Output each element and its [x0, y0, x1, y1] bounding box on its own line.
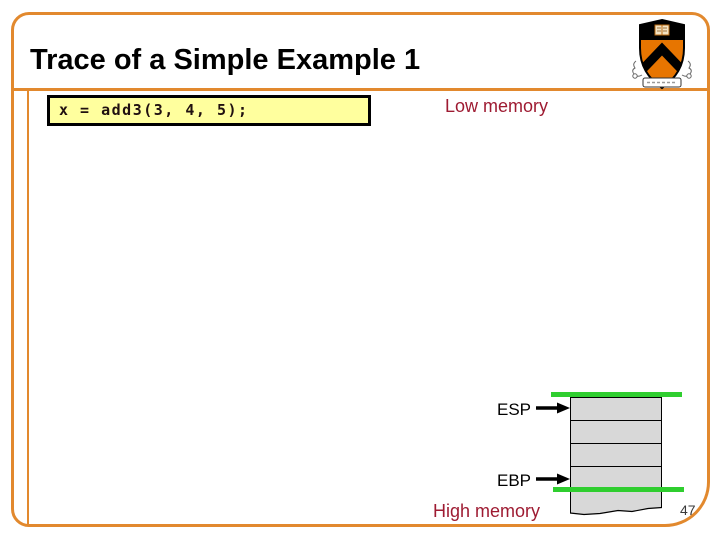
esp-register-label: ESP: [497, 400, 532, 419]
princeton-shield-icon: [632, 18, 692, 90]
stack-cell: [571, 444, 661, 467]
ebp-register-label: EBP: [497, 471, 532, 490]
low-memory-label: Low memory: [445, 96, 549, 116]
stack-torn-edge: [570, 506, 662, 516]
high-memory-label: High memory: [433, 501, 541, 521]
stack-cell: [571, 398, 661, 421]
slide-border-frame: [11, 12, 710, 527]
stack-bottom-highlight-bar: [553, 487, 684, 492]
ebp-pointer-arrow-icon: [536, 473, 570, 485]
stack-top-highlight-bar: [551, 392, 682, 397]
stack-cell: [571, 421, 661, 444]
title-divider-line: [11, 88, 710, 91]
stack-cells: [571, 398, 661, 490]
esp-pointer-arrow-icon: [536, 402, 570, 414]
inner-left-rule: [27, 89, 29, 525]
stack-diagram: [570, 397, 662, 516]
book-glyph: [654, 24, 670, 36]
motto-banner: [642, 77, 682, 88]
page-number: 47: [680, 502, 696, 518]
code-box: x = add3(3, 4, 5);: [47, 95, 371, 126]
page-title: Trace of a Simple Example 1: [30, 44, 421, 76]
